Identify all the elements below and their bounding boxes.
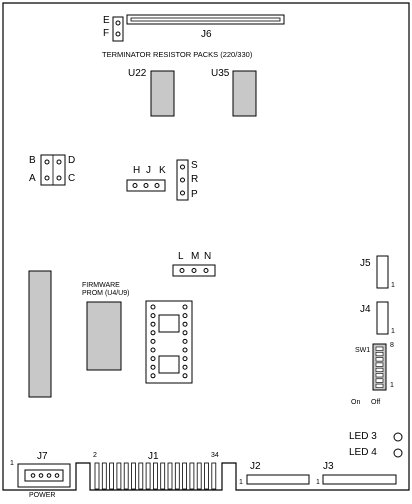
label-c: C xyxy=(68,173,76,184)
label-f: F xyxy=(103,28,110,39)
j4-header xyxy=(376,301,389,335)
label-j2: J2 xyxy=(250,461,261,472)
label-prom: PROM (U4/U9) xyxy=(82,290,130,297)
label-j: J xyxy=(146,165,151,176)
label-l: L xyxy=(178,251,184,262)
label-j7-pin1: 1 xyxy=(10,460,14,467)
label-j4-pin1: 1 xyxy=(391,328,395,335)
label-m: M xyxy=(191,251,200,262)
led3-indicator xyxy=(393,432,403,442)
j3-connector xyxy=(322,474,397,485)
label-j3-pin1: 1 xyxy=(316,479,320,486)
firmware-prom-chip xyxy=(86,301,122,371)
label-sw1-on: On xyxy=(351,399,361,406)
label-j4: J4 xyxy=(360,304,371,315)
label-p: P xyxy=(191,189,198,200)
jumper-lmn xyxy=(172,264,216,277)
label-sw1: SW1 xyxy=(355,347,371,354)
label-firmware: FIRMWARE xyxy=(82,282,120,289)
label-j5-pin1: 1 xyxy=(391,282,395,289)
j5-header xyxy=(376,255,389,289)
label-terminator: TERMINATOR RESISTOR PACKS (220/330) xyxy=(102,50,253,59)
label-n: N xyxy=(204,251,212,262)
label-j1-pin2: 2 xyxy=(93,452,97,459)
label-j1: J1 xyxy=(148,451,159,462)
sw1-dip-switch xyxy=(372,343,387,391)
label-led3: LED 3 xyxy=(349,431,377,442)
label-h: H xyxy=(133,165,141,176)
label-j7: J7 xyxy=(37,451,48,462)
label-sw1-8: 8 xyxy=(390,342,394,349)
label-d: D xyxy=(68,155,76,166)
label-k: K xyxy=(159,165,166,176)
label-r: R xyxy=(191,174,199,185)
label-a: A xyxy=(29,173,36,184)
label-j5: J5 xyxy=(360,258,371,269)
j1-edge-connector xyxy=(94,462,217,490)
label-j1-pin34: 34 xyxy=(211,452,219,459)
u22-resistor-pack xyxy=(150,70,175,117)
label-power: POWER xyxy=(29,492,56,499)
jumper-srp xyxy=(176,159,189,201)
label-sw1-1: 1 xyxy=(390,382,394,389)
board-outline xyxy=(2,2,410,491)
j2-connector xyxy=(246,474,310,485)
jumper-ef xyxy=(112,16,124,42)
jumper-hjk xyxy=(126,179,166,192)
label-j2-pin1: 1 xyxy=(239,479,243,486)
label-j3: J3 xyxy=(323,461,334,472)
led4-indicator xyxy=(393,448,403,458)
label-e: E xyxy=(103,15,110,26)
u35-resistor-pack xyxy=(232,70,257,117)
label-j6: J6 xyxy=(201,29,212,40)
label-u22: U22 xyxy=(128,68,147,79)
plcc-sockets xyxy=(145,300,193,384)
label-b: B xyxy=(29,155,36,166)
label-sw1-off: Off xyxy=(371,399,381,406)
label-u35: U35 xyxy=(211,68,230,79)
label-s: S xyxy=(191,160,198,171)
tall-component xyxy=(28,270,52,398)
j6-connector xyxy=(126,14,285,25)
label-led4: LED 4 xyxy=(349,447,377,458)
